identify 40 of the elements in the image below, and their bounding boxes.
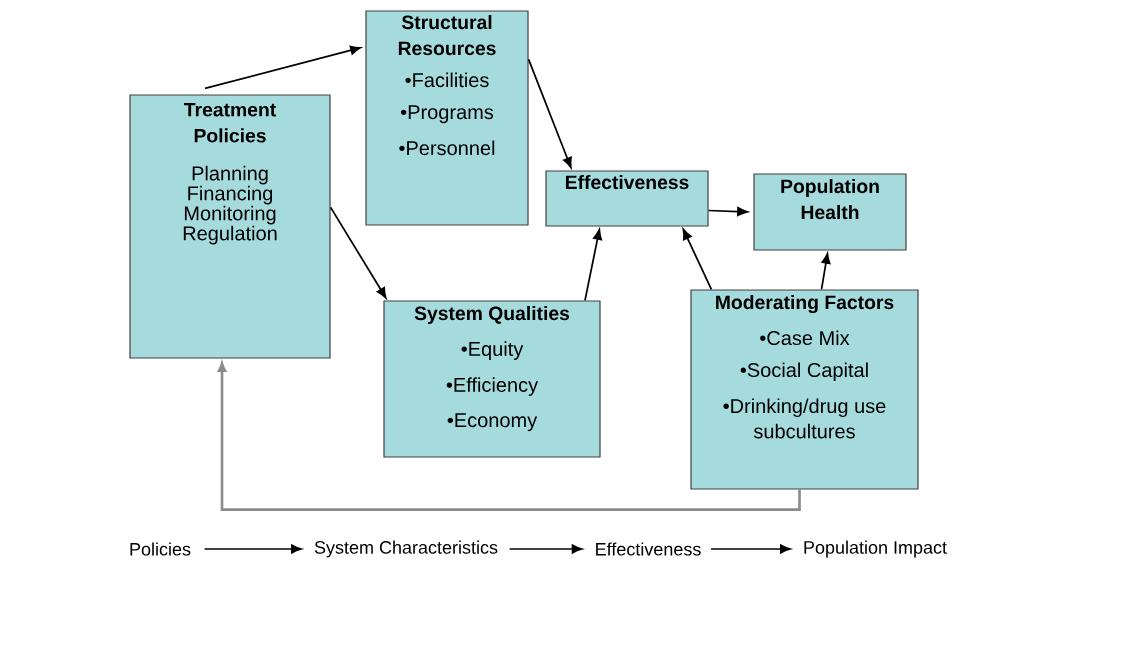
process-box (365, 10, 529, 226)
flow-label: Policies (130, 542, 191, 556)
arrow (682, 228, 713, 291)
flow-label: Population Impact (804, 540, 947, 558)
list-item: •Personnel (399, 140, 495, 156)
list-item: •Case Mix (760, 330, 850, 346)
list-item: •Economy (447, 413, 538, 432)
arrow (204, 45, 362, 90)
flow-label: Effectiveness (596, 542, 701, 556)
list-item: •Equity (461, 341, 524, 360)
box-heading: Effectiveness (565, 175, 689, 190)
list-item: •Drinking/drug use subcultures (723, 398, 886, 439)
list-item: Monitoring (184, 205, 276, 225)
box-heading: Treatment Policies (184, 103, 276, 143)
process-box (545, 170, 709, 227)
list-item: Financing (188, 185, 273, 205)
arrow (527, 58, 572, 169)
arrow (820, 253, 831, 291)
arrow (203, 544, 302, 554)
arrow (710, 544, 791, 554)
list-item: •Efficiency (446, 377, 539, 396)
process-box (129, 94, 331, 359)
process-box (383, 300, 601, 458)
process-box (690, 289, 919, 490)
flow-label: System Characteristics (314, 540, 498, 558)
process-box (753, 173, 907, 251)
arrow (217, 362, 801, 511)
arrow (707, 206, 748, 217)
arrow (329, 206, 387, 299)
list-item: Regulation (183, 225, 277, 245)
list-item: •Programs (400, 105, 494, 124)
list-item: •Facilities (405, 72, 489, 88)
box-heading: Population Health (781, 179, 879, 220)
box-heading: System Qualities (414, 306, 570, 324)
arrow (584, 229, 603, 302)
list-item: •Social Capital (740, 362, 868, 382)
box-heading: Moderating Factors (716, 295, 894, 314)
arrow (508, 544, 583, 554)
box-heading: Structural Resources (398, 15, 496, 56)
list-item: Planning (192, 165, 268, 185)
